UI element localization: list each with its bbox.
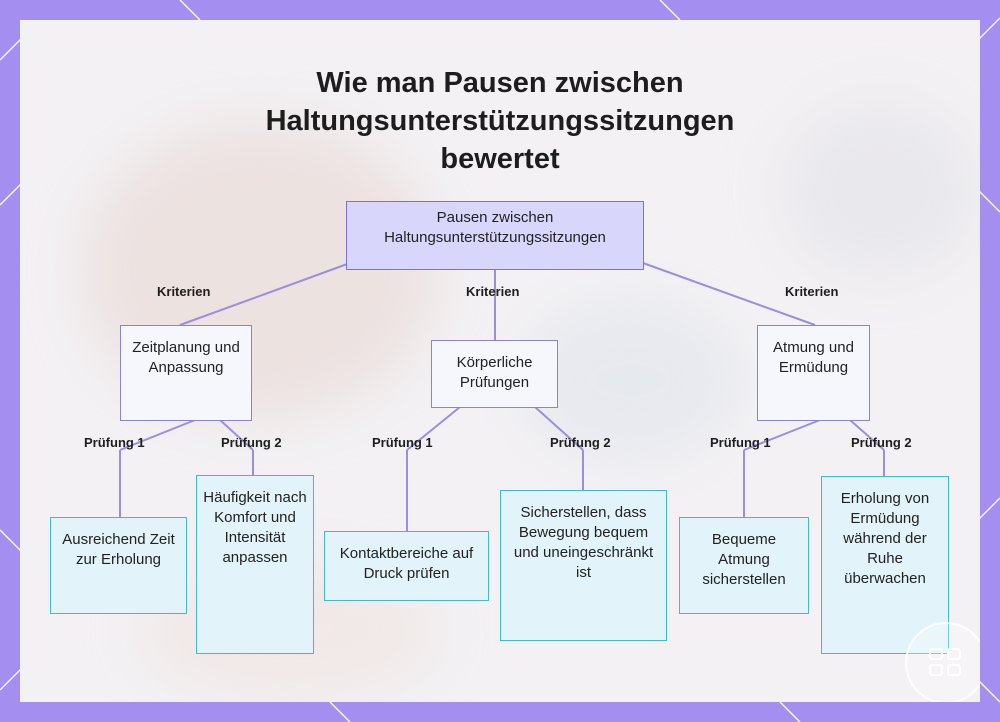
title-line-1: Wie man Pausen zwischen — [316, 67, 684, 99]
leaf-node-adjust-frequency: Häufigkeit nach Komfort und Intensität a… — [196, 475, 314, 654]
edge-label-criteria: Kriterien — [157, 284, 211, 299]
diagram-title: Wie man Pausen zwischen Haltungsunterstü… — [20, 64, 980, 178]
leaf-label: Häufigkeit nach Komfort und Intensität a… — [203, 489, 307, 566]
root-node: Pausen zwischen Haltungsunterstützungssi… — [346, 201, 644, 270]
edge-label-check-2: Prüfung 2 — [851, 435, 912, 450]
title-line-2: Haltungsunterstützungssitzungen — [265, 105, 735, 137]
edge-label-criteria: Kriterien — [466, 284, 520, 299]
category-node-breathing-fatigue: Atmung und Ermüdung — [757, 325, 870, 421]
leaf-node-movement-check: Sicherstellen, dass Bewegung bequem und … — [500, 490, 667, 641]
edge-label-check-1: Prüfung 1 — [372, 435, 433, 450]
edge-label-criteria: Kriterien — [785, 284, 839, 299]
category-label: Körperliche Prüfungen — [456, 354, 533, 391]
background-blur — [780, 100, 980, 280]
diagram-card: Wie man Pausen zwischen Haltungsunterstü… — [20, 20, 980, 702]
leaf-node-pressure-check: Kontaktbereiche auf Druck prüfen — [324, 531, 489, 601]
category-node-scheduling: Zeitplanung und Anpassung — [120, 325, 252, 421]
edge-label-check-2: Prüfung 2 — [550, 435, 611, 450]
connector-lines — [119, 262, 885, 531]
leaf-label: Erholung von Ermüdung während der Ruhe ü… — [840, 490, 930, 587]
leaf-label: Ausreichend Zeit zur Erholung — [62, 531, 175, 568]
title-line-3: bewertet — [440, 143, 560, 175]
leaf-label: Sicherstellen, dass Bewegung bequem und … — [513, 504, 654, 581]
leaf-node-breathing: Bequeme Atmung sicherstellen — [679, 517, 809, 614]
leaf-node-fatigue-recovery: Erholung von Ermüdung während der Ruhe ü… — [821, 476, 949, 654]
root-node-label: Pausen zwischen Haltungsunterstützungssi… — [384, 209, 606, 246]
edge-label-check-1: Prüfung 1 — [84, 435, 145, 450]
edge-label-check-2: Prüfung 2 — [221, 435, 282, 450]
logo-badge-icon — [929, 648, 961, 676]
category-label: Atmung und Ermüdung — [773, 339, 854, 376]
leaf-label: Kontaktbereiche auf Druck prüfen — [339, 545, 474, 582]
leaf-label: Bequeme Atmung sicherstellen — [702, 531, 786, 588]
category-label: Zeitplanung und Anpassung — [132, 339, 240, 376]
leaf-node-recovery-time: Ausreichend Zeit zur Erholung — [50, 517, 187, 614]
logo-badge — [905, 622, 980, 702]
category-node-physical-checks: Körperliche Prüfungen — [431, 340, 558, 408]
edge-label-check-1: Prüfung 1 — [710, 435, 771, 450]
